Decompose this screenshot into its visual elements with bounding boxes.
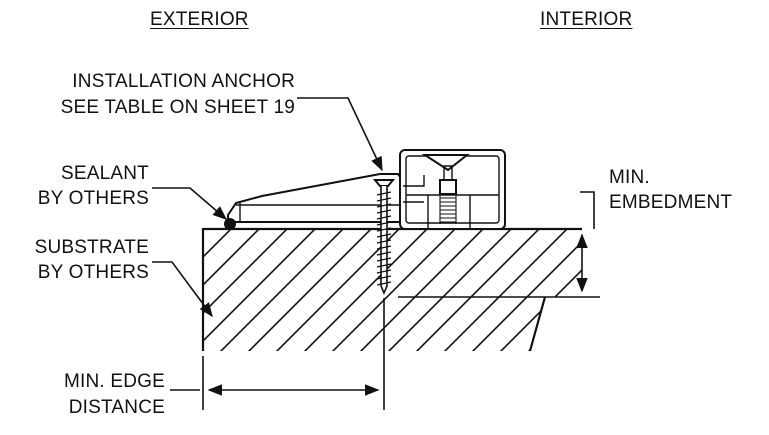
edge-callout-line2: DISTANCE [68, 397, 165, 418]
screw-thread [376, 263, 392, 268]
hatch-line [379, 229, 521, 351]
screw-thread [376, 197, 392, 202]
screw-thread [376, 251, 392, 256]
screw-thread [376, 221, 392, 226]
screw-thread [376, 239, 392, 244]
leader-lines [152, 97, 383, 318]
sealant-callout-line2: BY OTHERS [37, 188, 149, 209]
screw-thread [376, 245, 392, 250]
screw-thread [376, 215, 392, 220]
hatch-line [632, 220, 769, 360]
hatch-line [239, 229, 381, 351]
anchor-callout-line2: SEE TABLE ON SHEET 19 [60, 97, 295, 118]
hatch-line [688, 220, 769, 360]
anchor-callout-line1: INSTALLATION ANCHOR [72, 71, 295, 92]
screw-thread [376, 203, 392, 208]
hatch-line [716, 220, 769, 360]
anchor-leader [297, 97, 383, 172]
substrate-outline [201, 227, 582, 352]
screw-thread [376, 269, 392, 274]
hatch-line [604, 220, 744, 360]
anchor-screw [372, 179, 396, 296]
hatch-line [491, 229, 582, 351]
screw-thread [376, 191, 392, 196]
hatch-line [660, 220, 769, 360]
embedment-dimension [576, 191, 595, 293]
screw-thread [376, 227, 392, 232]
interior-label: INTERIOR [540, 9, 633, 30]
embedment-callout-line1: MIN. [609, 167, 650, 188]
substrate-callout-line1: SUBSTRATE [34, 237, 149, 258]
embedment-callout-line2: EMBEDMENT [609, 192, 733, 213]
screw-thread [376, 281, 392, 286]
threshold-profile [227, 149, 506, 230]
hatch-line [547, 229, 582, 351]
exterior-label: EXTERIOR [150, 9, 249, 30]
screw-thread [376, 209, 392, 214]
hatch-line [203, 229, 241, 351]
sealant-leader [152, 187, 228, 220]
hatch-line [407, 229, 549, 351]
substrate-hatch [203, 220, 769, 360]
hatch-line [295, 229, 437, 351]
hatch-line [575, 229, 582, 351]
screw-thread [376, 275, 392, 280]
edge-distance-dimension [170, 298, 385, 410]
hatch-line [203, 229, 269, 351]
hatch-line [203, 229, 325, 351]
screw-thread [376, 257, 392, 262]
hatch-line [435, 229, 577, 351]
hatch-line [351, 229, 493, 351]
substrate-leader [152, 261, 213, 318]
hatch-line [519, 229, 582, 351]
edge-callout-line1: MIN. EDGE [63, 371, 165, 392]
substrate-callout-line2: BY OTHERS [37, 262, 149, 283]
sealant-bead [224, 218, 236, 230]
hatch-line [203, 229, 297, 351]
screw-thread [376, 233, 392, 238]
sealant-callout-line1: SEALANT [61, 163, 149, 184]
hatch-line [211, 229, 353, 351]
hatch-line [323, 229, 465, 351]
